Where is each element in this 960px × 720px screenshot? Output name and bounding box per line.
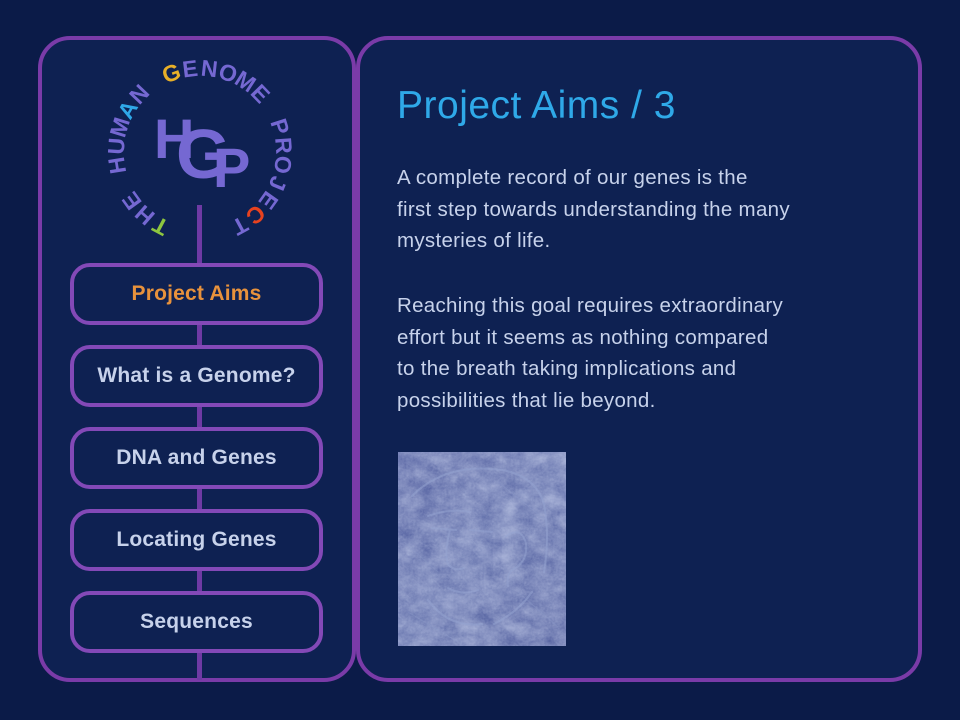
logo-monogram-letter: G xyxy=(176,115,231,193)
logo-monogram-letter: P xyxy=(213,136,251,199)
main-panel: Project Aims / 3 A complete record of ou… xyxy=(356,36,922,682)
page-title: Project Aims / 3 xyxy=(397,84,676,127)
body-paragraph-1: A complete record of our genes is the fi… xyxy=(397,166,790,252)
nav-item-dna-and-genes[interactable]: DNA and Genes xyxy=(70,427,323,489)
face-sketch-image xyxy=(398,452,566,646)
nav-item-sequences[interactable]: Sequences xyxy=(70,591,323,653)
logo-monogram-letter: H xyxy=(154,107,195,170)
nav-item-what-is-a-genome[interactable]: What is a Genome? xyxy=(70,345,323,407)
sidebar-nav: Project Aims What is a Genome? DNA and G… xyxy=(70,263,323,673)
body-paragraph-2: Reaching this goal requires extraordinar… xyxy=(397,294,784,412)
nav-item-locating-genes[interactable]: Locating Genes xyxy=(70,509,323,571)
nav-item-project-aims[interactable]: Project Aims xyxy=(70,263,323,325)
